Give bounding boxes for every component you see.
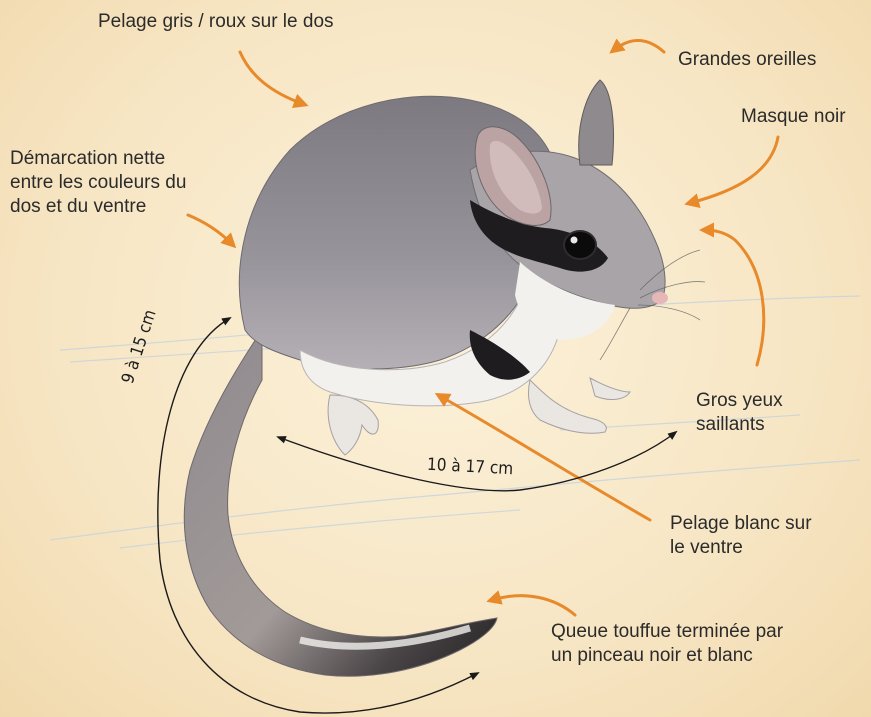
label-big-ears: Grandes oreilles xyxy=(678,49,817,70)
measurement-arrows xyxy=(157,317,678,714)
shoulder-black-patch xyxy=(469,330,530,380)
label-white-belly: Pelage blanc sur le ventre xyxy=(670,513,812,558)
label-back-fur: Pelage gris / roux sur le dos xyxy=(98,11,334,32)
label-bushy-tail: Queue touffue terminée par un pinceau no… xyxy=(551,621,784,666)
eye xyxy=(563,230,597,260)
arrow-big-eyes xyxy=(699,222,766,367)
label-big-eyes: Gros yeux saillants xyxy=(696,390,783,435)
nose xyxy=(652,292,668,304)
arrow-demarcation xyxy=(186,213,237,249)
tail-length-arrow xyxy=(157,317,480,714)
arrow-black-mask xyxy=(684,135,780,208)
label-demarcation: Démarcation nette entre les couleurs du … xyxy=(10,148,187,217)
arrow-big-ears xyxy=(609,38,666,54)
label-black-mask: Masque noir xyxy=(741,106,846,127)
ear-right xyxy=(578,79,614,166)
arrow-back-fur xyxy=(238,50,309,108)
hind-foot xyxy=(327,394,379,456)
whiskers xyxy=(599,249,706,361)
arrow-bushy-tail xyxy=(486,590,577,617)
